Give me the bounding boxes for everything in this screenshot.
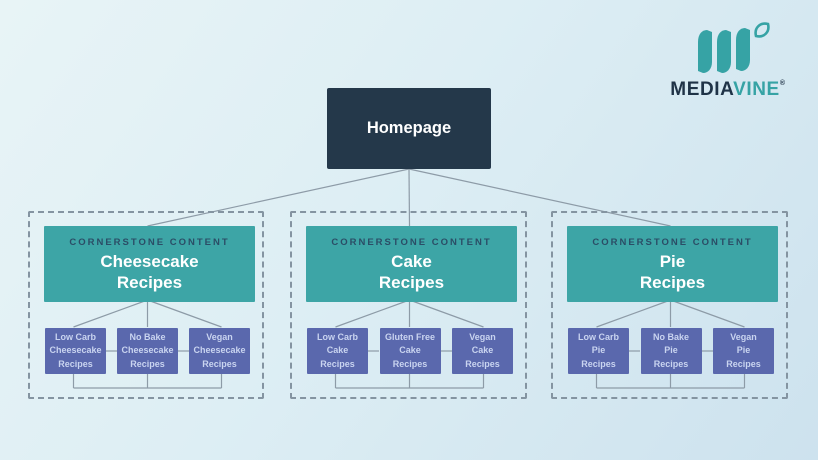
section-pie-recipes: CORNERSTONE CONTENT Pie Recipes Low Carb… <box>551 211 788 399</box>
cornerstone-eyebrow: CORNERSTONE CONTENT <box>331 237 492 248</box>
subtopic-row: Low Carb Pie Recipes No Bake Pie Recipes… <box>568 328 774 374</box>
wordmark-media: MEDIA <box>670 79 734 100</box>
subtopic-node-gluten-free-cake: Gluten Free Cake Recipes <box>379 328 441 374</box>
registered-trademark: ® <box>779 80 785 87</box>
cornerstone-title: Cheesecake Recipes <box>100 252 199 293</box>
subtopic-row: Low Carb Cake Recipes Gluten Free Cake R… <box>307 328 513 374</box>
cornerstone-title: Pie Recipes <box>639 252 706 293</box>
subtopic-node-low-carb-pie: Low Carb Pie Recipes <box>568 328 629 374</box>
subtopic-row: Low Carb Cheesecake Recipes No Bake Chee… <box>45 328 250 374</box>
section-cake-recipes: CORNERSTONE CONTENT Cake Recipes Low Car… <box>290 211 527 399</box>
cornerstone-node-cake: CORNERSTONE CONTENT Cake Recipes <box>306 226 517 302</box>
cornerstone-eyebrow: CORNERSTONE CONTENT <box>69 237 230 248</box>
cornerstone-node-pie: CORNERSTONE CONTENT Pie Recipes <box>567 226 778 302</box>
subtopic-node-no-bake-pie: No Bake Pie Recipes <box>640 328 702 374</box>
subtopic-node-low-carb-cake: Low Carb Cake Recipes <box>307 328 368 374</box>
mediavine-leaves-icon <box>697 22 770 73</box>
mediavine-wordmark: MEDIAVINE® <box>670 80 785 99</box>
cornerstone-node-cheesecake: CORNERSTONE CONTENT Cheesecake Recipes <box>44 226 255 302</box>
section-cheesecake-recipes: CORNERSTONE CONTENT Cheesecake Recipes L… <box>28 211 264 399</box>
homepage-node: Homepage <box>327 88 491 169</box>
subtopic-node-no-bake-cheesecake: No Bake Cheesecake Recipes <box>117 328 178 374</box>
wordmark-vine: VINE <box>733 79 780 100</box>
mediavine-logo: MEDIAVINE® <box>670 22 785 99</box>
cornerstone-title: Cake Recipes <box>378 252 445 293</box>
subtopic-node-low-carb-cheesecake: Low Carb Cheesecake Recipes <box>45 328 106 374</box>
subtopic-node-vegan-cheesecake: Vegan Cheesecake Recipes <box>189 328 250 374</box>
cornerstone-eyebrow: CORNERSTONE CONTENT <box>592 237 753 248</box>
subtopic-node-vegan-pie: Vegan Pie Recipes <box>713 328 774 374</box>
subtopic-node-vegan-cake: Vegan Cake Recipes <box>452 328 513 374</box>
homepage-label: Homepage <box>366 119 452 137</box>
